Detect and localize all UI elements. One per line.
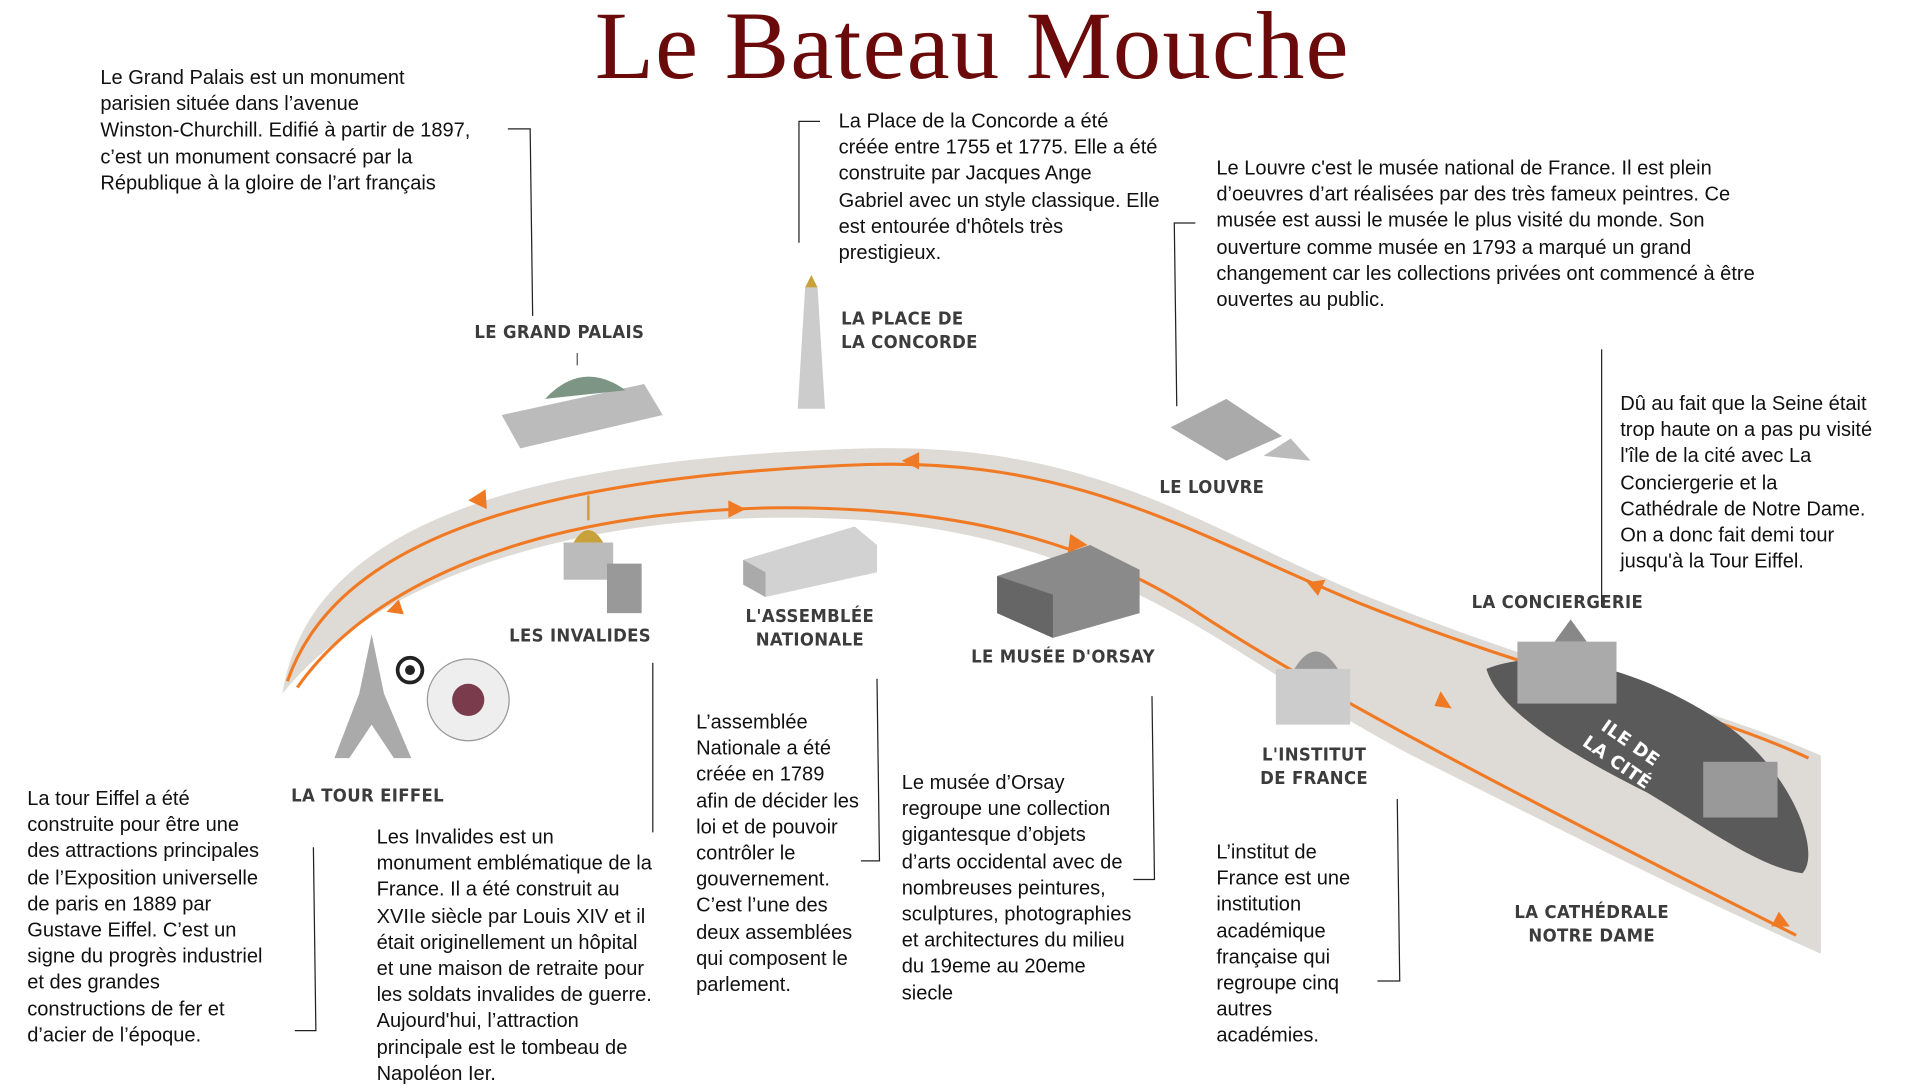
label-orsay: LE MUSÉE D'ORSAY	[971, 647, 1155, 668]
invalides-icon	[563, 495, 642, 614]
louvre-description: Le Louvre c'est le musée national de Fra…	[1216, 157, 1755, 311]
arrow-icon	[901, 452, 920, 470]
assemblee-icon	[743, 526, 877, 598]
concorde-description: La Place de la Concorde a été créée entr…	[838, 110, 1160, 264]
pyramid-icon	[1170, 398, 1311, 461]
eiffel-tower-icon	[334, 634, 412, 759]
orsay-icon	[997, 545, 1140, 638]
invalides-description: Les Invalides est un monument emblématiq…	[376, 826, 652, 1085]
label-louvre: LE LOUVRE	[1159, 478, 1265, 498]
conciergerie-icon	[1517, 619, 1617, 704]
grand-palais-icon	[501, 353, 663, 449]
bateaux-parisiens-logo	[395, 655, 510, 742]
label-institut: L'INSTITUT DE FRANCE	[1260, 745, 1369, 790]
arrow-icon	[1067, 533, 1088, 553]
route-return	[296, 506, 1797, 937]
orsay-description: Le musée d’Orsay regroupe une collection…	[901, 771, 1132, 1005]
institut-icon	[1275, 651, 1351, 725]
grand-palais-description: Le Grand Palais est un monument parisien…	[100, 66, 471, 195]
label-notre-dame: LA CATHÉDRALE NOTRE DAME	[1514, 903, 1670, 947]
page-title: Le Bateau Mouche	[594, 0, 1350, 100]
conciergerie-description: Dû au fait que la Seine était trop haute…	[1620, 392, 1873, 573]
ile-de-la-cite	[1486, 659, 1809, 874]
arrow-icon	[386, 599, 404, 615]
assemblee-description: L’assemblée Nationale a été créée en 178…	[696, 711, 859, 996]
route-arrows	[386, 452, 1790, 927]
arrow-icon	[1771, 911, 1790, 927]
notre-dame-icon	[1703, 761, 1778, 818]
label-assemblee: L'ASSEMBLÉE NATIONALE	[745, 606, 875, 651]
label-grand-palais: LE GRAND PALAIS	[474, 323, 645, 344]
arrow-icon	[468, 489, 487, 510]
label-eiffel: LA TOUR EIFFEL	[291, 786, 444, 807]
arrow-icon	[1306, 579, 1326, 596]
leader-lines	[294, 120, 1603, 1032]
arrow-icon	[1434, 691, 1452, 709]
obelisk-icon	[797, 274, 825, 409]
label-conciergerie: LA CONCIERGERIE	[1471, 593, 1644, 614]
label-invalides: LES INVALIDES	[509, 626, 652, 647]
eiffel-description: La tour Eiffel a été construite pour êtr…	[27, 787, 263, 1047]
label-concorde: LA PLACE DE LA CONCORDE	[841, 309, 978, 354]
institut-description: L’institut de France est une institution…	[1216, 841, 1351, 1048]
arrow-icon	[728, 500, 746, 518]
